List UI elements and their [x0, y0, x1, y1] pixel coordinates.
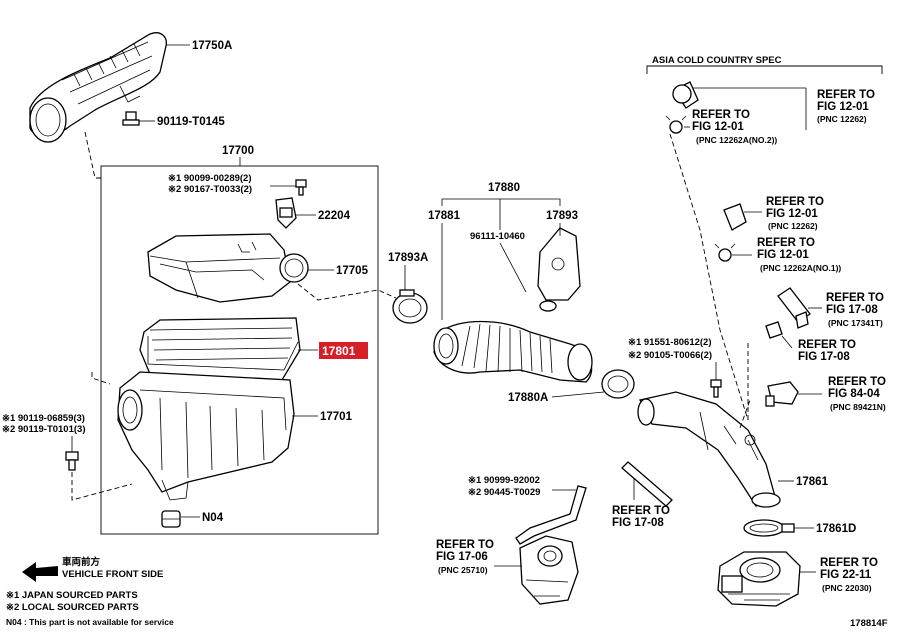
- part-17750a-intake-duct[interactable]: [29, 32, 167, 143]
- label-refer-g: REFER TO: [828, 376, 886, 388]
- label-17880: 17880: [488, 182, 520, 194]
- part-refer-89421n-sensor[interactable]: [765, 381, 799, 407]
- label-pnc-89421n: (PNC 89421N): [830, 402, 886, 412]
- part-refer-12262-top[interactable]: [672, 81, 699, 109]
- part-17861d-hose-clamp[interactable]: [743, 519, 795, 537]
- part-17705-cleaner-cap[interactable]: [147, 233, 309, 303]
- label-17861: 17861: [796, 476, 829, 488]
- label-refer-i: REFER TO: [436, 539, 494, 551]
- label-96111-10460: 96111-10460: [470, 231, 525, 242]
- label-refer-e: REFER TO: [826, 292, 884, 304]
- label-22204: 22204: [318, 210, 351, 222]
- label-pnc-25710: (PNC 25710): [438, 565, 488, 575]
- highlight-17801: [319, 342, 368, 359]
- label-17893a: 17893A: [388, 252, 428, 264]
- part-17881-intake-hose[interactable]: [433, 320, 593, 383]
- part-refer-17-08-hose[interactable]: [621, 461, 673, 507]
- part-refer-12262a-no1[interactable]: [714, 243, 736, 262]
- label-fig-17-08-h[interactable]: FIG 17-08: [612, 517, 664, 529]
- label-fig-12-01-a[interactable]: FIG 12-01: [817, 101, 869, 113]
- label-refer-d: REFER TO: [757, 237, 815, 249]
- label-17705: 17705: [336, 265, 369, 277]
- part-n04-cushion[interactable]: [161, 510, 181, 528]
- part-17701-cleaner-case[interactable]: [117, 371, 295, 501]
- label-pnc-22030: (PNC 22030): [822, 583, 872, 593]
- label-refer-j: REFER TO: [820, 557, 878, 569]
- label-17750a: 17750A: [192, 40, 232, 52]
- label-s2-90105-t0066: ※2 90105-T0066(2): [628, 350, 712, 361]
- legend-front-jp: 車両前方: [62, 556, 101, 568]
- label-refer-c: REFER TO: [766, 196, 824, 208]
- label-17801[interactable]: 17801: [322, 344, 356, 358]
- part-17893a-hose-clamp[interactable]: [392, 289, 428, 324]
- label-fig-17-08-e[interactable]: FIG 17-08: [826, 304, 878, 316]
- part-refer-25710-valve[interactable]: [519, 535, 579, 605]
- label-s1-90099-00289: ※1 90099-00289(2): [168, 173, 252, 184]
- legend-note-local: ※2 LOCAL SOURCED PARTS: [6, 602, 139, 613]
- part-17801-air-filter-element[interactable]: [139, 317, 301, 381]
- label-refer-f: REFER TO: [798, 339, 856, 351]
- label-s1-90119-06859: ※1 90119-06859(3): [2, 413, 85, 424]
- part-90999-92002-hose[interactable]: [515, 485, 587, 545]
- label-pnc-12262-a: (PNC 12262): [817, 114, 867, 124]
- screw-90099-00289[interactable]: [295, 179, 307, 196]
- part-17893-resonator[interactable]: [537, 227, 581, 312]
- legend-note-n04: N04 : This part is not available for ser…: [6, 617, 174, 627]
- label-90119-t0145: 90119-T0145: [157, 116, 225, 128]
- label-pnc-12262a-no1: (PNC 12262A(NO.1)): [760, 263, 841, 273]
- part-refer-17-08-clip[interactable]: [765, 321, 783, 339]
- bolt-90119-06859[interactable]: [65, 451, 79, 471]
- part-22204-airflow-meter[interactable]: [275, 197, 297, 229]
- bolt-90119-t0145[interactable]: [122, 111, 140, 126]
- label-refer-b: REFER TO: [692, 109, 750, 121]
- part-refer-12262-mid[interactable]: [723, 203, 747, 231]
- part-17880a-hose-clamp[interactable]: [601, 369, 635, 399]
- label-refer-h: REFER TO: [612, 505, 670, 517]
- part-refer-17341t-hose[interactable]: [777, 287, 811, 329]
- label-fig-84-04[interactable]: FIG 84-04: [828, 388, 880, 400]
- label-17700: 17700: [222, 145, 254, 157]
- label-fig-12-01-b[interactable]: FIG 12-01: [692, 121, 744, 133]
- label-n04: N04: [202, 512, 224, 524]
- label-17881: 17881: [428, 210, 461, 222]
- part-refer-12262a-no2[interactable]: [665, 115, 687, 134]
- vehicle-front-arrow-icon: [22, 562, 58, 582]
- label-17861d: 17861D: [816, 523, 856, 535]
- assembly-frame-17700: [100, 165, 379, 535]
- legend-note-japan: ※1 JAPAN SOURCED PARTS: [6, 590, 138, 601]
- label-fig-17-08-f[interactable]: FIG 17-08: [798, 351, 850, 363]
- label-17880a: 17880A: [508, 392, 548, 404]
- label-refer-a: REFER TO: [817, 89, 875, 101]
- label-17893: 17893: [546, 210, 578, 222]
- label-pnc-12262a-no2: (PNC 12262A(NO.2)): [696, 135, 777, 145]
- part-refer-22030-throttle-body[interactable]: [717, 551, 801, 607]
- legend-front-en: VEHICLE FRONT SIDE: [62, 569, 163, 580]
- label-asia-cold-spec: ASIA COLD COUNTRY SPEC: [652, 55, 782, 66]
- label-s2-90445-t0029: ※2 90445-T0029: [468, 487, 540, 498]
- label-pnc-12262-c: (PNC 12262): [768, 221, 818, 231]
- diagram-code: 178814F: [850, 618, 888, 629]
- label-s1-90999-92002: ※1 90999-92002: [468, 475, 540, 486]
- label-s2-90119-t0101: ※2 90119-T0101(3): [2, 424, 86, 435]
- label-s2-90167-t0033: ※2 90167-T0033(2): [168, 184, 252, 195]
- label-fig-12-01-c[interactable]: FIG 12-01: [766, 208, 818, 220]
- label-s1-91551-80612: ※1 91551-80612(2): [628, 337, 712, 348]
- label-fig-17-06[interactable]: FIG 17-06: [436, 551, 488, 563]
- label-fig-22-11[interactable]: FIG 22-11: [820, 569, 872, 581]
- label-17701: 17701: [320, 411, 353, 423]
- label-fig-12-01-d[interactable]: FIG 12-01: [757, 249, 809, 261]
- label-pnc-17341t: (PNC 17341T): [828, 318, 883, 328]
- bolt-91551-80612[interactable]: [710, 379, 722, 398]
- part-17861-intake-pipe[interactable]: [637, 391, 781, 508]
